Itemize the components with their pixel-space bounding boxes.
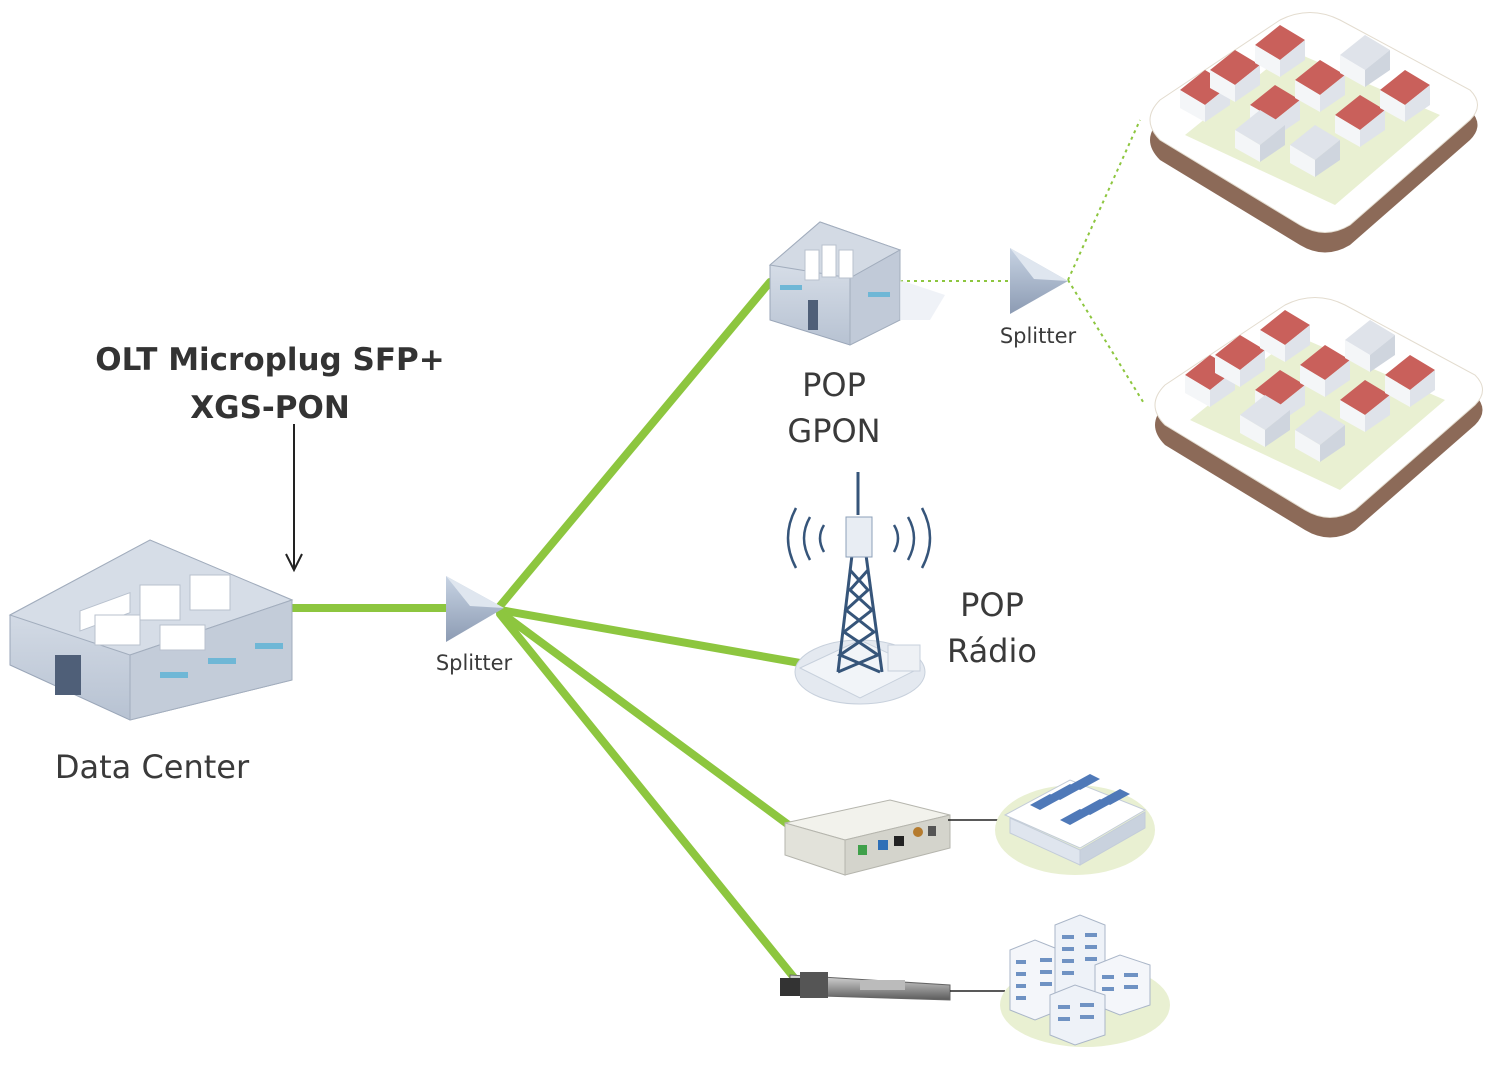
olt-title-line1: OLT Microplug SFP+ [95,342,445,378]
office-buildings-icon [1000,914,1170,1047]
splitter-main-icon [446,576,504,642]
pop-gpon-icon [768,221,945,346]
fiber-to-ont-router [496,608,794,830]
industrial-buildings-icon [995,774,1155,875]
pop-radio-label-line2: Rádio [947,632,1037,670]
dotted-links [900,119,1146,406]
pop-gpon-label-line1: POP [802,366,866,404]
splitter-gpon-label: Splitter [999,324,1077,348]
pop-radio-label-line1: POP [960,586,1024,624]
residential-area-bottom-icon [1154,297,1483,538]
pop-radio-label: POP Rádio [922,582,1062,674]
ont-router-icon [784,799,951,876]
splitter-main-label: Splitter [435,651,513,675]
sfp-ont-stick-icon [780,972,951,1001]
splitter-gpon-icon [1010,248,1068,314]
pop-gpon-label: POP GPON [764,362,904,454]
residential-area-top-icon [1149,12,1478,253]
fiber-links [288,278,804,989]
olt-title-line2: XGS-PON [190,390,350,426]
data-center-icon [8,539,294,721]
radio-tower-icon [786,472,932,705]
pop-gpon-label-line2: GPON [787,412,881,450]
fiber-to-pop-gpon [496,278,774,610]
fiber-to-pop-radio [496,606,804,667]
fiber-to-sfp-ont [496,610,804,989]
data-center-label: Data Center [54,748,250,786]
title-arrow [285,424,303,573]
olt-title: OLT Microplug SFP+ XGS-PON [90,336,450,432]
